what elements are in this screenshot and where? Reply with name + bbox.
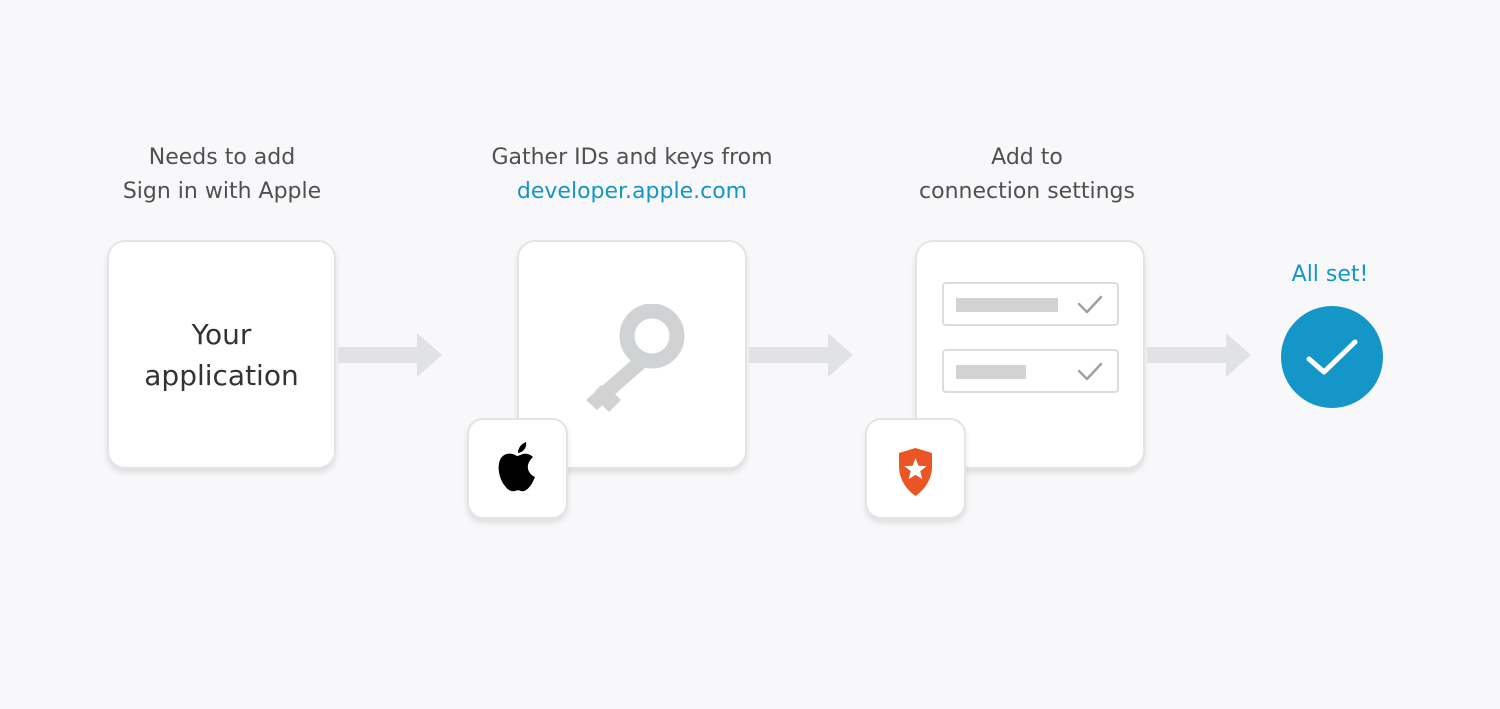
caption-line: Needs to add: [148, 145, 296, 170]
all-set-label: All set!: [1291, 262, 1369, 287]
caption-line: connection settings: [919, 179, 1135, 204]
step-3-caption: Add to connection settings: [887, 141, 1167, 209]
apple-logo-icon: [498, 442, 535, 492]
check-icon: [1077, 362, 1103, 381]
auth0-badge: [865, 418, 966, 519]
caption-line: Sign in with Apple: [122, 179, 322, 204]
step-1-caption: Needs to add Sign in with Apple: [92, 141, 352, 209]
developer-link[interactable]: developer.apple.com: [516, 179, 748, 204]
arrow-right-icon: [749, 333, 853, 377]
caption-line: Gather IDs and keys from: [491, 145, 773, 170]
check-circle-icon: [1281, 306, 1383, 408]
application-label: Your application: [109, 314, 334, 396]
application-label-line: Your: [191, 318, 252, 351]
arrow-right-icon: [338, 333, 442, 377]
key-icon: [586, 304, 685, 412]
settings-field: [942, 282, 1119, 326]
application-label-line: application: [144, 359, 299, 392]
auth0-shield-icon: [899, 448, 932, 496]
connection-settings-card: [915, 240, 1145, 469]
settings-field: [942, 349, 1119, 393]
check-icon: [1077, 295, 1103, 314]
apple-badge: [467, 418, 568, 519]
field-placeholder-bar: [956, 365, 1026, 379]
caption-line: Add to: [991, 145, 1063, 170]
step-2-caption: Gather IDs and keys from developer.apple…: [457, 141, 807, 209]
arrow-right-icon: [1147, 333, 1251, 377]
field-placeholder-bar: [956, 298, 1058, 312]
application-card: Your application: [107, 240, 336, 469]
